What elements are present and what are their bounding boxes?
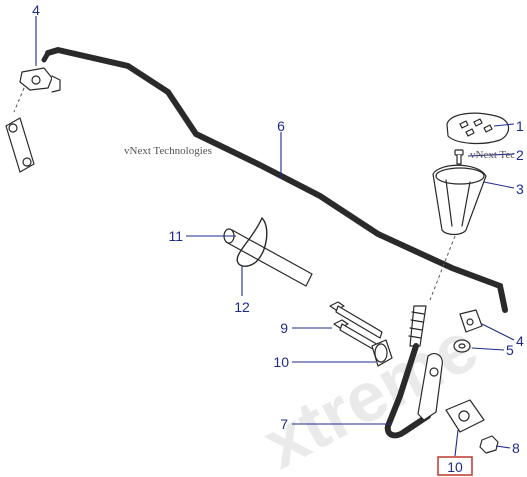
part-3-knob-boot xyxy=(432,164,487,236)
callout-9: 9 xyxy=(280,320,288,336)
watermark-company-short: vNext Tec xyxy=(470,149,515,161)
watermark-company: vNext Technologies xyxy=(124,145,212,157)
part-5-washer xyxy=(453,339,471,353)
callout-2: 2 xyxy=(516,147,524,163)
callout-5: 5 xyxy=(506,342,514,358)
part-4-clip-right xyxy=(459,309,483,333)
assembly-line xyxy=(13,87,25,113)
callout-8: 8 xyxy=(512,440,520,456)
callout-4-top: 4 xyxy=(32,2,40,18)
part-1-knob-cap xyxy=(446,112,510,145)
callout-highlight-box xyxy=(437,456,473,476)
part-9-bolts xyxy=(329,301,383,353)
link-plate xyxy=(5,117,35,173)
callout-11: 11 xyxy=(168,228,183,244)
part-8-nut xyxy=(479,435,499,454)
part-10-bushing-left xyxy=(371,339,393,367)
part-7-shift-lever xyxy=(384,305,443,439)
callout-12: 12 xyxy=(234,299,250,315)
part-6-shift-rod xyxy=(41,47,508,313)
callout-6: 6 xyxy=(277,118,285,134)
callout-3: 3 xyxy=(516,181,524,197)
part-4-clip-left xyxy=(19,67,61,93)
callout-10-highlighted[interactable]: 10 xyxy=(447,459,463,475)
callout-10-left: 10 xyxy=(273,354,289,370)
callout-7: 7 xyxy=(280,416,288,432)
callout-1: 1 xyxy=(516,118,524,134)
part-10-bushing-right xyxy=(445,399,485,433)
callout-4-right: 4 xyxy=(516,333,524,349)
part-2-screw xyxy=(454,149,464,165)
part-12-hairpin-clip xyxy=(236,217,268,267)
callout-leaders xyxy=(35,16,515,457)
